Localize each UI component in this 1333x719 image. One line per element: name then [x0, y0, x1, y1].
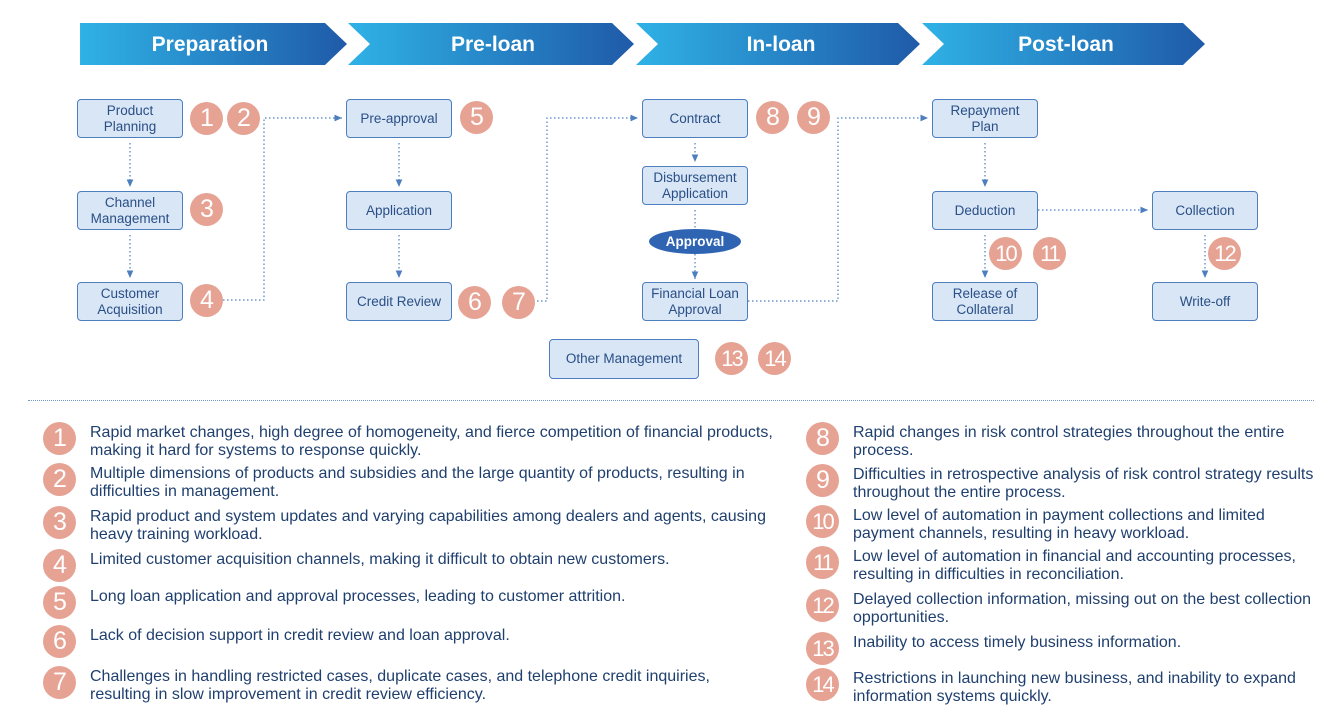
node-product-planning: Product Planning: [77, 99, 183, 138]
badge-8: 8: [756, 101, 789, 134]
note-5: 5 Long loan application and approval pro…: [43, 586, 773, 619]
note-text: Multiple dimensions of products and subs…: [90, 465, 745, 500]
note-10: 10 Low level of automation in payment co…: [806, 505, 1316, 543]
stage-label: Pre-loan: [451, 33, 535, 56]
node-write-off: Write-off: [1152, 282, 1258, 321]
approval-oval: Approval: [649, 229, 741, 254]
note-11: 11 Low level of automation in financial …: [806, 546, 1316, 584]
node-repayment-plan: Repayment Plan: [932, 99, 1038, 138]
note-9: 9 Difficulties in retrospective analysis…: [806, 464, 1316, 502]
note-text: Inability to access timely business info…: [853, 634, 1182, 651]
note-number: 10: [806, 505, 839, 538]
stage-banner-preparation: Preparation: [80, 23, 347, 65]
node-financial-loan-approval: Financial Loan Approval: [642, 282, 748, 321]
note-text: Lack of decision support in credit revie…: [90, 627, 510, 644]
badge-13: 13: [715, 342, 748, 375]
badge-14: 14: [758, 342, 791, 375]
note-1: 1 Rapid market changes, high degree of h…: [43, 422, 773, 460]
note-7: 7 Challenges in handling restricted case…: [43, 666, 773, 704]
note-text: Rapid market changes, high degree of hom…: [90, 424, 773, 459]
badge-5: 5: [460, 101, 493, 134]
arrow-creditreview-to-contract: [537, 114, 638, 302]
node-contract: Contract: [642, 99, 748, 138]
note-number: 11: [806, 546, 839, 579]
stage-label: Post-loan: [1018, 33, 1114, 56]
note-text: Limited customer acquisition channels, m…: [90, 551, 670, 568]
stage-label: In-loan: [747, 33, 816, 56]
badge-12: 12: [1208, 237, 1241, 270]
badge-6: 6: [458, 286, 491, 319]
note-text: Low level of automation in payment colle…: [853, 507, 1265, 542]
note-number: 8: [806, 422, 839, 455]
stage-banner-pre-loan: Pre-loan: [348, 23, 634, 65]
note-text: Rapid changes in risk control strategies…: [853, 424, 1285, 459]
note-8: 8 Rapid changes in risk control strategi…: [806, 422, 1316, 460]
node-credit-review: Credit Review: [346, 282, 452, 321]
node-customer-acquisition: Customer Acquisition: [77, 282, 183, 321]
note-number: 4: [43, 549, 76, 582]
node-application: Application: [346, 191, 452, 230]
badge-3: 3: [190, 193, 223, 226]
note-14: 14 Restrictions in launching new busines…: [806, 668, 1316, 706]
note-number: 1: [43, 422, 76, 455]
note-number: 13: [806, 632, 839, 665]
node-release-of-collateral: Release of Collateral: [932, 282, 1038, 321]
connectors: [126, 114, 1209, 302]
note-text: Challenges in handling restricted cases,…: [90, 668, 710, 703]
arrow-financial-to-repayment: [748, 114, 928, 302]
note-3: 3 Rapid product and system updates and v…: [43, 506, 773, 544]
section-divider: [28, 400, 1314, 401]
node-other-management: Other Management: [549, 339, 699, 379]
note-number: 12: [806, 589, 839, 622]
note-4: 4 Limited customer acquisition channels,…: [43, 549, 773, 582]
note-text: Delayed collection information, missing …: [853, 591, 1312, 626]
badge-4: 4: [190, 284, 223, 317]
node-deduction: Deduction: [932, 191, 1038, 230]
note-text: Low level of automation in financial and…: [853, 548, 1296, 583]
note-text: Long loan application and approval proce…: [90, 588, 626, 605]
stage-banner-post-loan: Post-loan: [922, 23, 1205, 65]
note-number: 14: [806, 668, 839, 701]
badge-10: 10: [989, 237, 1022, 270]
badge-2: 2: [227, 102, 260, 135]
node-disbursement-application: Disbursement Application: [642, 166, 748, 205]
note-text: Difficulties in retrospective analysis o…: [853, 466, 1314, 501]
note-13: 13 Inability to access timely business i…: [806, 632, 1316, 665]
note-number: 5: [43, 586, 76, 619]
badge-1: 1: [190, 102, 223, 135]
badge-7: 7: [502, 286, 535, 319]
note-number: 2: [43, 463, 76, 496]
node-collection: Collection: [1152, 191, 1258, 230]
stage-banner-in-loan: In-loan: [636, 23, 920, 65]
note-number: 3: [43, 506, 76, 539]
note-number: 9: [806, 464, 839, 497]
node-pre-approval: Pre-approval: [346, 99, 452, 138]
note-text: Restrictions in launching new business, …: [853, 670, 1296, 705]
note-text: Rapid product and system updates and var…: [90, 508, 766, 543]
note-2: 2 Multiple dimensions of products and su…: [43, 463, 773, 501]
note-number: 6: [43, 625, 76, 658]
badge-11: 11: [1033, 237, 1066, 270]
badge-9: 9: [797, 101, 830, 134]
arrow-acquisition-to-preapproval: [223, 114, 342, 301]
note-6: 6 Lack of decision support in credit rev…: [43, 625, 773, 658]
stage-label: Preparation: [152, 33, 269, 56]
note-12: 12 Delayed collection information, missi…: [806, 589, 1316, 627]
note-number: 7: [43, 666, 76, 699]
node-channel-management: Channel Management: [77, 191, 183, 230]
